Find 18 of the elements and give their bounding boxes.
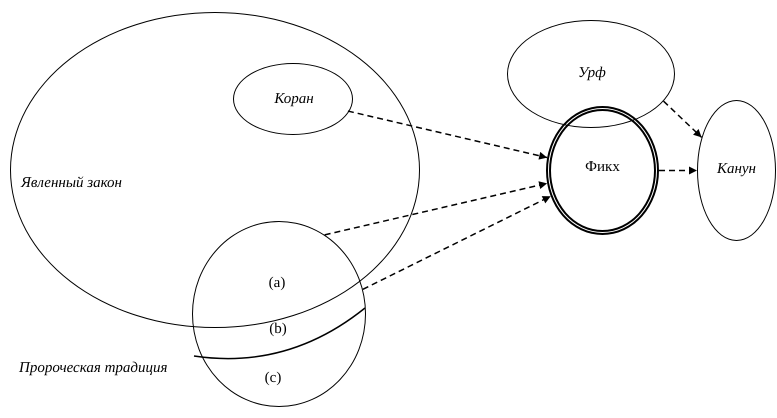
- dashed-arrow: [348, 110, 548, 160]
- node-label: Фикх: [584, 158, 621, 177]
- dashed-arrow: [324, 181, 548, 236]
- node-label: (c): [264, 369, 282, 388]
- dashed-arrow: [659, 166, 697, 174]
- node-label: (b): [268, 320, 288, 339]
- ellipse: [697, 100, 776, 241]
- node-label: Урф: [577, 64, 607, 83]
- double-ellipse: [546, 106, 659, 235]
- node-label: (a): [268, 274, 286, 293]
- ellipse: [233, 63, 353, 135]
- node-label: Пророческая традиция: [19, 359, 168, 378]
- ellipse: [507, 20, 675, 128]
- dashed-arrow: [663, 100, 702, 138]
- node-label: Явленный закон: [21, 174, 123, 193]
- node-label: Коран: [273, 90, 315, 109]
- dashed-arrow: [362, 196, 552, 290]
- node-label: Канун: [716, 160, 757, 179]
